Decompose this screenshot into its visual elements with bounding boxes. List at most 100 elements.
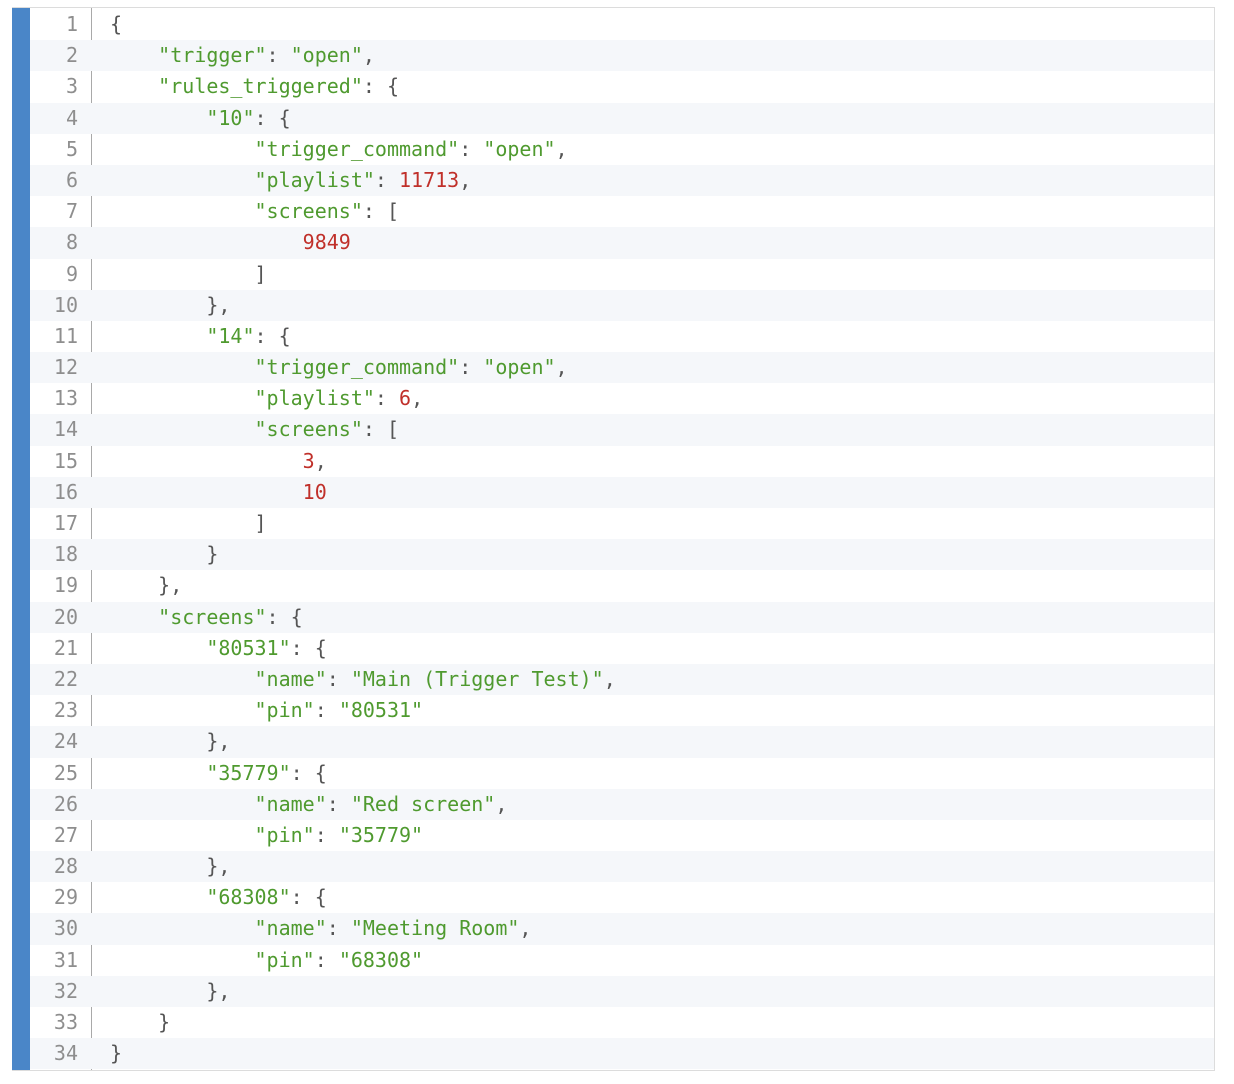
punctuation-token: , xyxy=(314,448,327,473)
code-line[interactable]: 11 "14": { xyxy=(30,321,1214,352)
line-number: 30 xyxy=(53,916,78,941)
indent xyxy=(110,885,206,909)
string-token: "trigger" xyxy=(158,43,267,68)
number-token: 11713 xyxy=(399,167,460,192)
punctuation-token: : { xyxy=(254,323,291,348)
line-code: "trigger_command": "open", xyxy=(110,352,568,383)
code-line[interactable]: 13 "playlist": 6, xyxy=(30,383,1214,414)
code-line[interactable]: 26 "name": "Red screen", xyxy=(30,788,1214,820)
indent xyxy=(110,948,255,972)
code-line[interactable]: 3 "rules_triggered": { xyxy=(30,71,1214,102)
indent xyxy=(110,449,303,473)
punctuation-token: : xyxy=(326,666,351,691)
code-line[interactable]: 32 }, xyxy=(30,975,1214,1007)
punctuation-token: : xyxy=(326,916,351,941)
code-line[interactable]: 25 "35779": { xyxy=(30,758,1214,789)
punctuation-token: } xyxy=(206,542,219,567)
punctuation-token: : xyxy=(266,43,291,68)
code-line[interactable]: 22 "name": "Main (Trigger Test)", xyxy=(30,663,1214,696)
line-number: 22 xyxy=(53,666,78,691)
punctuation-token: } xyxy=(110,1041,123,1066)
code-line[interactable]: 20 "screens": { xyxy=(30,601,1214,633)
code-line[interactable]: 14 "screens": [ xyxy=(30,414,1214,446)
punctuation-token: , xyxy=(362,43,375,68)
number-token: 3 xyxy=(302,448,315,473)
line-code: "trigger_command": "open", xyxy=(110,134,568,165)
line-number: 8 xyxy=(65,230,78,255)
line-number: 9 xyxy=(65,261,78,286)
string-token: "name" xyxy=(254,791,327,816)
code-line[interactable]: 24 }, xyxy=(30,726,1214,758)
code-line[interactable]: 28 }, xyxy=(30,851,1214,883)
string-token: "name" xyxy=(254,916,327,941)
line-number: 13 xyxy=(53,386,78,411)
code-line[interactable]: 16 10 xyxy=(30,476,1214,508)
code-line[interactable]: 17 ] xyxy=(30,508,1214,539)
line-code: "pin": "35779" xyxy=(110,820,424,851)
indent xyxy=(110,792,255,816)
code-lines: 1{2 "trigger": "open",3 "rules_triggered… xyxy=(30,9,1214,1070)
string-token: "screens" xyxy=(158,604,267,629)
code-line[interactable]: 1{ xyxy=(30,9,1214,40)
code-line[interactable]: 9 ] xyxy=(30,259,1214,290)
string-token: "68308" xyxy=(338,947,424,972)
punctuation-token: : xyxy=(374,167,400,192)
line-number: 1 xyxy=(65,12,78,36)
line-code: }, xyxy=(110,851,230,882)
punctuation-token: : xyxy=(314,947,339,972)
punctuation-token: , xyxy=(411,386,424,411)
code-line[interactable]: 18 } xyxy=(30,539,1214,571)
line-code: "playlist": 6, xyxy=(110,383,424,414)
punctuation-token: : xyxy=(459,136,484,161)
code-line[interactable]: 27 "pin": "35779" xyxy=(30,820,1214,851)
line-number: 24 xyxy=(53,729,78,754)
indent xyxy=(110,293,206,317)
number-token: 6 xyxy=(399,386,412,411)
string-token: "name" xyxy=(254,666,327,691)
string-token: "screens" xyxy=(254,417,363,442)
indent xyxy=(110,511,255,535)
code-line[interactable]: 8 9849 xyxy=(30,227,1214,259)
indent xyxy=(110,168,255,192)
string-token: "screens" xyxy=(254,199,363,224)
code-line[interactable]: 29 "68308": { xyxy=(30,882,1214,913)
line-code: ] xyxy=(110,259,267,290)
json-code-viewer[interactable]: 1{2 "trigger": "open",3 "rules_triggered… xyxy=(12,7,1215,1071)
code-line[interactable]: 21 "80531": { xyxy=(30,633,1214,664)
indent xyxy=(110,199,255,223)
indent xyxy=(110,636,206,660)
line-number: 26 xyxy=(53,791,78,816)
string-token: "68308" xyxy=(206,885,291,910)
string-token: "80531" xyxy=(206,635,291,660)
code-line[interactable]: 7 "screens": [ xyxy=(30,196,1214,227)
string-token: "playlist" xyxy=(254,386,375,411)
line-code: 10 xyxy=(110,477,327,508)
code-line[interactable]: 23 "pin": "80531" xyxy=(30,695,1214,726)
line-number: 18 xyxy=(53,542,78,567)
line-number: 28 xyxy=(53,854,78,879)
punctuation-token: : xyxy=(459,355,484,380)
line-number: 19 xyxy=(53,573,78,598)
code-line[interactable]: 6 "playlist": 11713, xyxy=(30,164,1214,197)
punctuation-token: ] xyxy=(254,261,267,286)
line-code: 3, xyxy=(110,446,327,477)
code-line[interactable]: 31 "pin": "68308" xyxy=(30,945,1214,976)
code-line[interactable]: 15 3, xyxy=(30,446,1214,477)
code-line[interactable]: 33 } xyxy=(30,1007,1214,1038)
code-line[interactable]: 4 "10": { xyxy=(30,102,1214,134)
code-line[interactable]: 34} xyxy=(30,1038,1214,1070)
string-token: "open" xyxy=(290,43,363,68)
line-code: "10": { xyxy=(110,103,290,134)
code-line[interactable]: 5 "trigger_command": "open", xyxy=(30,134,1214,165)
line-code: "name": "Main (Trigger Test)", xyxy=(110,664,616,695)
code-line[interactable]: 10 }, xyxy=(30,289,1214,321)
code-line[interactable]: 2 "trigger": "open", xyxy=(30,40,1214,72)
string-token: "Red screen" xyxy=(350,791,496,816)
line-code: "screens": { xyxy=(110,602,303,633)
indent xyxy=(110,979,206,1003)
code-line[interactable]: 30 "name": "Meeting Room", xyxy=(30,913,1214,945)
code-line[interactable]: 12 "trigger_command": "open", xyxy=(30,352,1214,384)
line-number: 10 xyxy=(53,292,78,317)
line-code: "name": "Red screen", xyxy=(110,789,508,820)
code-line[interactable]: 19 }, xyxy=(30,570,1214,601)
